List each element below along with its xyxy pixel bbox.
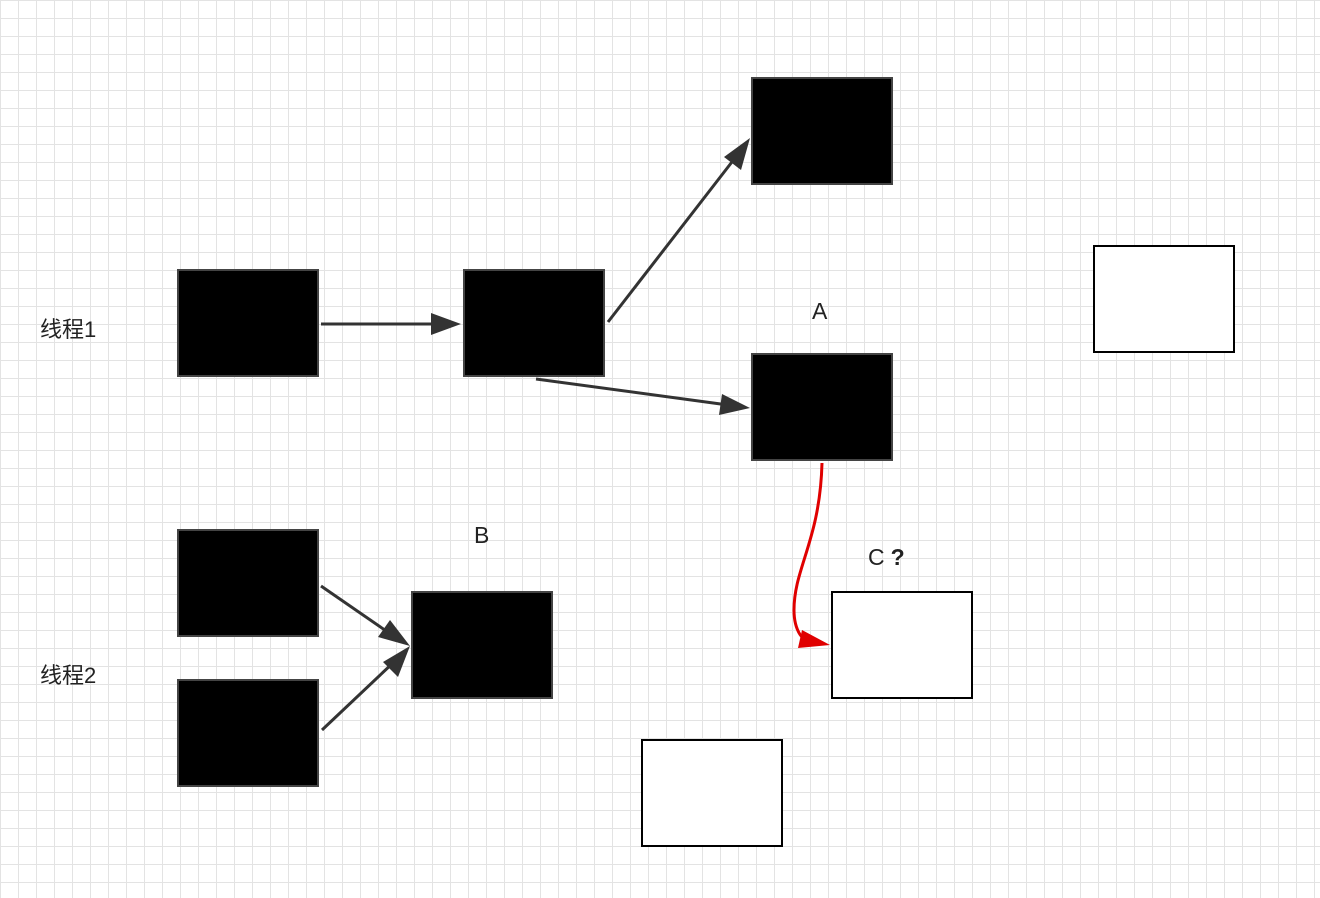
red-arrow-a-to-c [792,462,824,646]
arrowhead-node1-to-node2 [431,313,461,335]
node-a-label: A [812,298,828,324]
arrow-node2-to-a [535,377,729,407]
arrow-node2-to-top [606,157,737,323]
node-a [751,353,893,461]
arrowhead-t2lower-to-b [383,646,410,677]
arrowhead-node2-to-a [719,394,750,415]
arrowhead-node2-to-top [724,138,750,170]
thread2-node-upper [177,529,319,637]
thread2-node-lower [177,679,319,787]
thread1-node-1 [177,269,319,377]
arrowhead-t2upper-to-b [378,620,410,646]
arrow-t2upper-to-b [320,584,393,637]
thread1-node-2 [463,269,605,377]
empty-node-bottom [641,739,783,847]
thread2-label: 线程2 [40,663,97,688]
node-b-label: B [474,522,490,548]
node-c-question-mark: ? [890,544,905,570]
node-c [831,591,973,699]
node-c-letter: C [868,544,885,570]
thread1-label: 线程1 [40,317,97,342]
empty-node-right [1093,245,1235,353]
thread1-node-top [751,77,893,185]
node-c-label: C? [868,544,905,571]
node-b [411,591,553,699]
red-arrowhead-a-to-c [798,630,830,648]
arrow-t2lower-to-b [320,659,397,732]
